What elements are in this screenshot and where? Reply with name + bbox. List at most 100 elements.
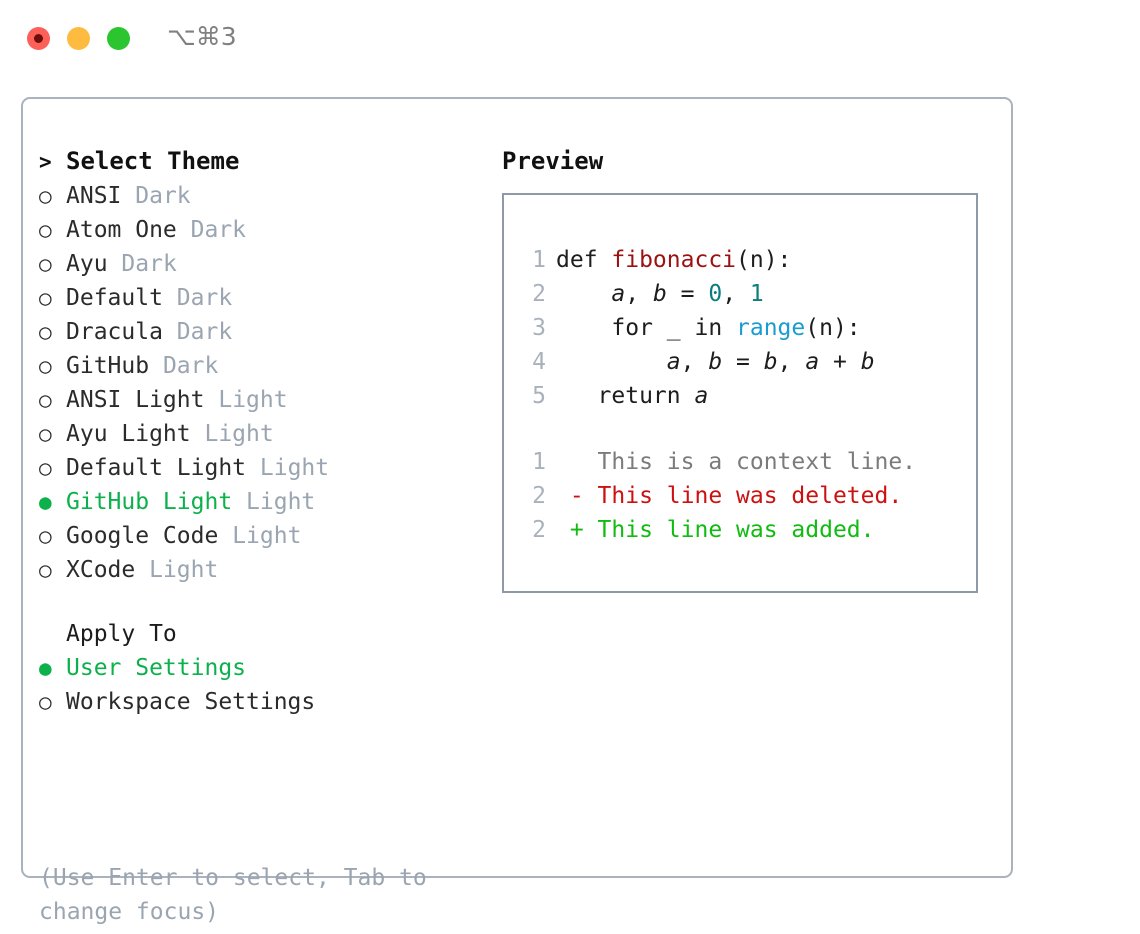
theme-name-label: Ayu Light: [66, 421, 191, 447]
label-spacer: [246, 455, 260, 481]
code-token-var: b: [652, 281, 667, 307]
code-line-number: 3: [532, 315, 546, 341]
theme-list-item[interactable]: ○ ANSI Light Light: [39, 387, 479, 421]
radio-unselected-icon[interactable]: ○: [39, 218, 52, 242]
theme-name-label: GitHub Light: [66, 489, 233, 515]
code-token-num: 1: [749, 281, 764, 307]
preview-title: Preview: [502, 147, 604, 175]
select-theme-header: > Select Theme: [39, 147, 479, 183]
theme-list-item[interactable]: ○ XCode Light: [39, 557, 479, 591]
keyboard-shortcut-label: ⌥⌘3: [167, 22, 237, 51]
theme-list-item[interactable]: ○Dracula Dark: [39, 319, 479, 353]
code-line-number: 4: [532, 349, 546, 375]
theme-variant-badge: Dark: [162, 353, 219, 379]
radio-unselected-icon[interactable]: ○: [39, 524, 52, 548]
theme-name-label: ANSI: [66, 183, 122, 209]
apply-to-section: ○Apply To ●User Settings○Workspace Setti…: [39, 621, 479, 723]
label-spacer: [108, 251, 122, 277]
code-token-var: a: [666, 349, 681, 375]
code-token-plain: =: [666, 281, 709, 307]
radio-unselected-icon[interactable]: ○: [39, 320, 52, 344]
code-line-number: 5: [532, 383, 546, 409]
radio-unselected-icon[interactable]: ○: [39, 354, 52, 378]
radio-unselected-icon[interactable]: ○: [39, 252, 52, 276]
theme-name-label: ANSI Light: [66, 387, 205, 413]
close-button[interactable]: [27, 27, 50, 50]
theme-list-item[interactable]: ○ANSI Dark: [39, 183, 479, 217]
theme-list-item[interactable]: ○Ayu Light Light: [39, 421, 479, 455]
theme-name-label: GitHub: [66, 353, 150, 379]
radio-selected-icon[interactable]: ●: [39, 490, 52, 514]
label-spacer: [204, 387, 218, 413]
keyboard-hint-text: (Use Enter to select, Tab to change focu…: [39, 865, 427, 925]
theme-variant-badge: Light: [232, 523, 302, 549]
code-token-var: b: [860, 349, 875, 375]
minimize-button[interactable]: [67, 27, 90, 50]
label-spacer: [163, 285, 177, 311]
code-line: 3 for _ in range(n):: [522, 311, 875, 345]
code-token-plain: return: [556, 383, 695, 409]
code-token-var: b: [708, 349, 723, 375]
theme-variant-badge: Dark: [190, 217, 247, 243]
radio-selected-icon[interactable]: ●: [39, 656, 52, 680]
theme-list-item[interactable]: ○Google Code Light: [39, 523, 479, 557]
code-token-builtin: range: [736, 315, 806, 341]
label-spacer: [149, 353, 163, 379]
theme-name-label: Atom One: [66, 217, 177, 243]
code-token-var: b: [763, 349, 778, 375]
code-token-plain: +: [819, 349, 861, 375]
theme-variant-badge: Light: [218, 387, 288, 413]
radio-unselected-icon[interactable]: ○: [39, 690, 52, 714]
close-icon: [34, 34, 43, 43]
apply-to-options[interactable]: ●User Settings○Workspace Settings: [39, 655, 479, 723]
radio-unselected-icon[interactable]: ○: [39, 286, 52, 310]
code-line: 2 a, b = 0, 1: [522, 277, 875, 311]
code-token-plain: ,: [722, 281, 750, 307]
label-spacer: [135, 557, 149, 583]
apply-to-option[interactable]: ○Workspace Settings: [39, 689, 479, 723]
radio-unselected-icon[interactable]: ○: [39, 388, 52, 412]
diff-line: 2 + This line was added.: [522, 513, 916, 547]
theme-variant-badge: Light: [246, 489, 316, 515]
theme-list-item[interactable]: ○ Atom One Dark: [39, 217, 479, 251]
code-line: 5 return a: [522, 379, 875, 413]
code-line: 4 a, b = b, a + b: [522, 345, 875, 379]
code-token-plain: ,: [680, 349, 709, 375]
label-spacer: [191, 421, 205, 447]
theme-list-item[interactable]: ○ Default Dark: [39, 285, 479, 319]
code-token-plain: ,: [777, 349, 806, 375]
page-title: Select Theme: [66, 147, 240, 175]
theme-list-item[interactable]: ○Ayu Dark: [39, 251, 479, 285]
diff-line: 2 - This line was deleted.: [522, 479, 916, 513]
theme-list[interactable]: ○ANSI Dark○Atom One Dark○Ayu Dark○Defaul…: [39, 183, 479, 591]
radio-unselected-icon[interactable]: ○: [39, 422, 52, 446]
theme-name-label: XCode: [66, 557, 136, 583]
theme-list-item[interactable]: ● GitHub Light Light: [39, 489, 479, 523]
label-spacer: [218, 523, 232, 549]
theme-list-item[interactable]: ○Default Light Light: [39, 455, 479, 489]
theme-name-label: Default: [66, 285, 163, 311]
title-bar: ⌥⌘3: [0, 0, 1140, 78]
theme-variant-badge: Dark: [176, 285, 233, 311]
label-spacer: [177, 217, 191, 243]
theme-name-label: Ayu: [66, 251, 108, 277]
label-spacer: [232, 489, 246, 515]
code-token-plain: =: [722, 349, 764, 375]
code-line-number: 1: [532, 247, 546, 273]
code-token-var: a: [611, 281, 626, 307]
radio-unselected-icon[interactable]: ○: [39, 558, 52, 582]
label-spacer: [163, 319, 177, 345]
apply-to-option[interactable]: ●User Settings: [39, 655, 479, 689]
diff-line-text: This is a context line.: [556, 449, 917, 475]
theme-list-item[interactable]: ○ GitHub Dark: [39, 353, 479, 387]
theme-name-label: Dracula: [66, 319, 163, 345]
radio-unselected-icon[interactable]: ○: [39, 184, 52, 208]
prompt-caret-icon: >: [39, 150, 52, 174]
radio-unselected-icon[interactable]: ○: [39, 456, 52, 480]
theme-variant-badge: Light: [149, 557, 219, 583]
maximize-button[interactable]: [107, 27, 130, 50]
